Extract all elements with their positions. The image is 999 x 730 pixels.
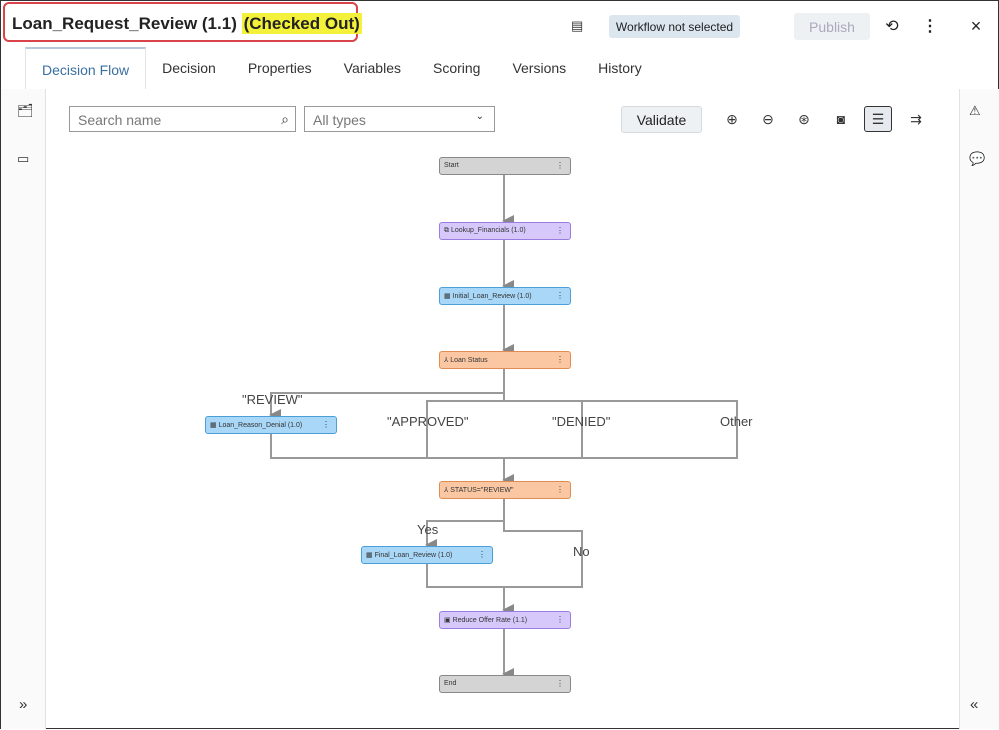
close-button[interactable]: × — [970, 15, 982, 36]
node-label: Initial_Loan_Review (1.0) — [452, 293, 532, 300]
node-label: STATUS="REVIEW" — [450, 487, 514, 494]
decision-name: Loan_Request_Review (1.1) — [12, 14, 237, 33]
zoom-fit-icon[interactable]: ⊛ — [798, 110, 810, 127]
node-label: Final_Loan_Review (1.0) — [374, 552, 453, 559]
node-menu-icon[interactable]: ⋮ — [556, 226, 564, 235]
type-select-value: All types — [313, 112, 366, 128]
flow-node-reduce-offer-rate[interactable]: ▣ Reduce Offer Rate (1.1) ⋮ — [439, 611, 571, 629]
edge-label-no: No — [573, 544, 590, 559]
node-menu-icon[interactable]: ⋮ — [322, 420, 330, 429]
zoom-out-icon[interactable]: ⊖ — [762, 110, 774, 127]
zoom-in-icon[interactable]: ⊕ — [726, 110, 738, 127]
tab-variables[interactable]: Variables — [343, 60, 401, 76]
collapse-icon[interactable]: « — [970, 696, 979, 713]
more-options-icon[interactable]: ⋮ — [922, 18, 938, 35]
type-select[interactable]: All types ⌄ — [304, 106, 495, 132]
overview-icon[interactable]: ◙ — [836, 111, 846, 127]
tab-decision[interactable]: Decision — [162, 60, 216, 76]
branch-icon: ⅄ — [444, 357, 451, 364]
node-menu-icon[interactable]: ⋮ — [556, 615, 564, 624]
search-placeholder: Search name — [78, 112, 162, 128]
tab-properties[interactable]: Properties — [247, 60, 312, 76]
node-menu-icon[interactable]: ⋮ — [556, 161, 564, 170]
flow-node-final-loan-review[interactable]: ▦ Final_Loan_Review (1.0) ⋮ — [361, 546, 493, 564]
refresh-icon[interactable]: ⟲ — [885, 18, 899, 35]
folder-icon[interactable]: 🗂 — [17, 103, 34, 118]
node-label: Reduce Offer Rate (1.1) — [452, 617, 528, 624]
search-icon: ⌕ — [281, 111, 289, 127]
wrap-icon[interactable]: ⇉ — [910, 110, 922, 127]
node-menu-icon[interactable]: ⋮ — [478, 550, 486, 559]
node-label: Start — [444, 162, 459, 169]
ruleset-icon: ▦ — [444, 293, 453, 300]
validate-button[interactable]: Validate — [621, 106, 702, 133]
edge-label-review: "REVIEW" — [242, 392, 303, 407]
page-title: Loan_Request_Review (1.1) (Checked Out) — [3, 2, 362, 42]
ruleset-icon: ▦ — [366, 552, 375, 559]
search-input[interactable]: Search name ⌕ — [69, 106, 296, 132]
node-menu-icon[interactable]: ⋮ — [556, 291, 564, 300]
node-label: Lookup_Financials (1.0) — [450, 227, 526, 234]
node-label: Loan Status — [450, 357, 488, 364]
tab-bar: Decision Flow Decision Properties Variab… — [25, 47, 658, 89]
edge-label-denied: "DENIED" — [552, 414, 611, 429]
chevron-down-icon: ⌄ — [475, 111, 484, 122]
branch-icon: ⅄ — [444, 487, 451, 494]
node-menu-icon[interactable]: ⋮ — [556, 679, 564, 688]
comment-icon[interactable]: 💬 — [969, 151, 986, 166]
checked-out-badge: (Checked Out) — [241, 13, 362, 34]
panel-icon[interactable]: ▭ — [17, 151, 30, 166]
flow-node-end[interactable]: End ⋮ — [439, 675, 571, 693]
edge-label-approved: "APPROVED" — [387, 414, 469, 429]
node-label: End — [444, 680, 457, 687]
right-sidebar: ⚠ 💬 « — [959, 89, 999, 729]
layout-toggle-icon[interactable]: ☰ — [864, 106, 892, 132]
node-menu-icon[interactable]: ⋮ — [556, 485, 564, 494]
tab-decision-flow[interactable]: Decision Flow — [25, 47, 147, 89]
expand-icon[interactable]: » — [19, 696, 28, 713]
flow-node-initial-loan-review[interactable]: ▦ Initial_Loan_Review (1.0) ⋮ — [439, 287, 571, 305]
flow-node-loan-reason-denial[interactable]: ▦ Loan_Reason_Denial (1.0) ⋮ — [205, 416, 337, 434]
publish-button[interactable]: Publish — [794, 13, 870, 40]
node-label: Loan_Reason_Denial (1.0) — [218, 422, 303, 429]
tab-history[interactable]: History — [598, 60, 642, 76]
tab-scoring[interactable]: Scoring — [432, 60, 481, 76]
document-icon[interactable]: ▤ — [571, 18, 584, 33]
flow-node-start[interactable]: Start ⋮ — [439, 157, 571, 175]
flow-node-status-review[interactable]: ⅄ STATUS="REVIEW" ⋮ — [439, 481, 571, 499]
query-icon: ⧉ — [444, 227, 451, 234]
flow-node-lookup-financials[interactable]: ⧉ Lookup_Financials (1.0) ⋮ — [439, 222, 571, 240]
model-icon: ▣ — [444, 617, 453, 624]
flow-node-loan-status[interactable]: ⅄ Loan Status ⋮ — [439, 351, 571, 369]
workflow-badge[interactable]: Workflow not selected — [609, 15, 740, 38]
node-menu-icon[interactable]: ⋮ — [556, 355, 564, 364]
edge-label-yes: Yes — [417, 522, 439, 537]
tab-versions[interactable]: Versions — [512, 60, 567, 76]
left-sidebar: 🗂 ▭ » — [1, 89, 46, 729]
ruleset-icon: ▦ — [210, 422, 219, 429]
alert-icon[interactable]: ⚠ — [969, 103, 981, 118]
edge-label-other: Other — [720, 414, 753, 429]
